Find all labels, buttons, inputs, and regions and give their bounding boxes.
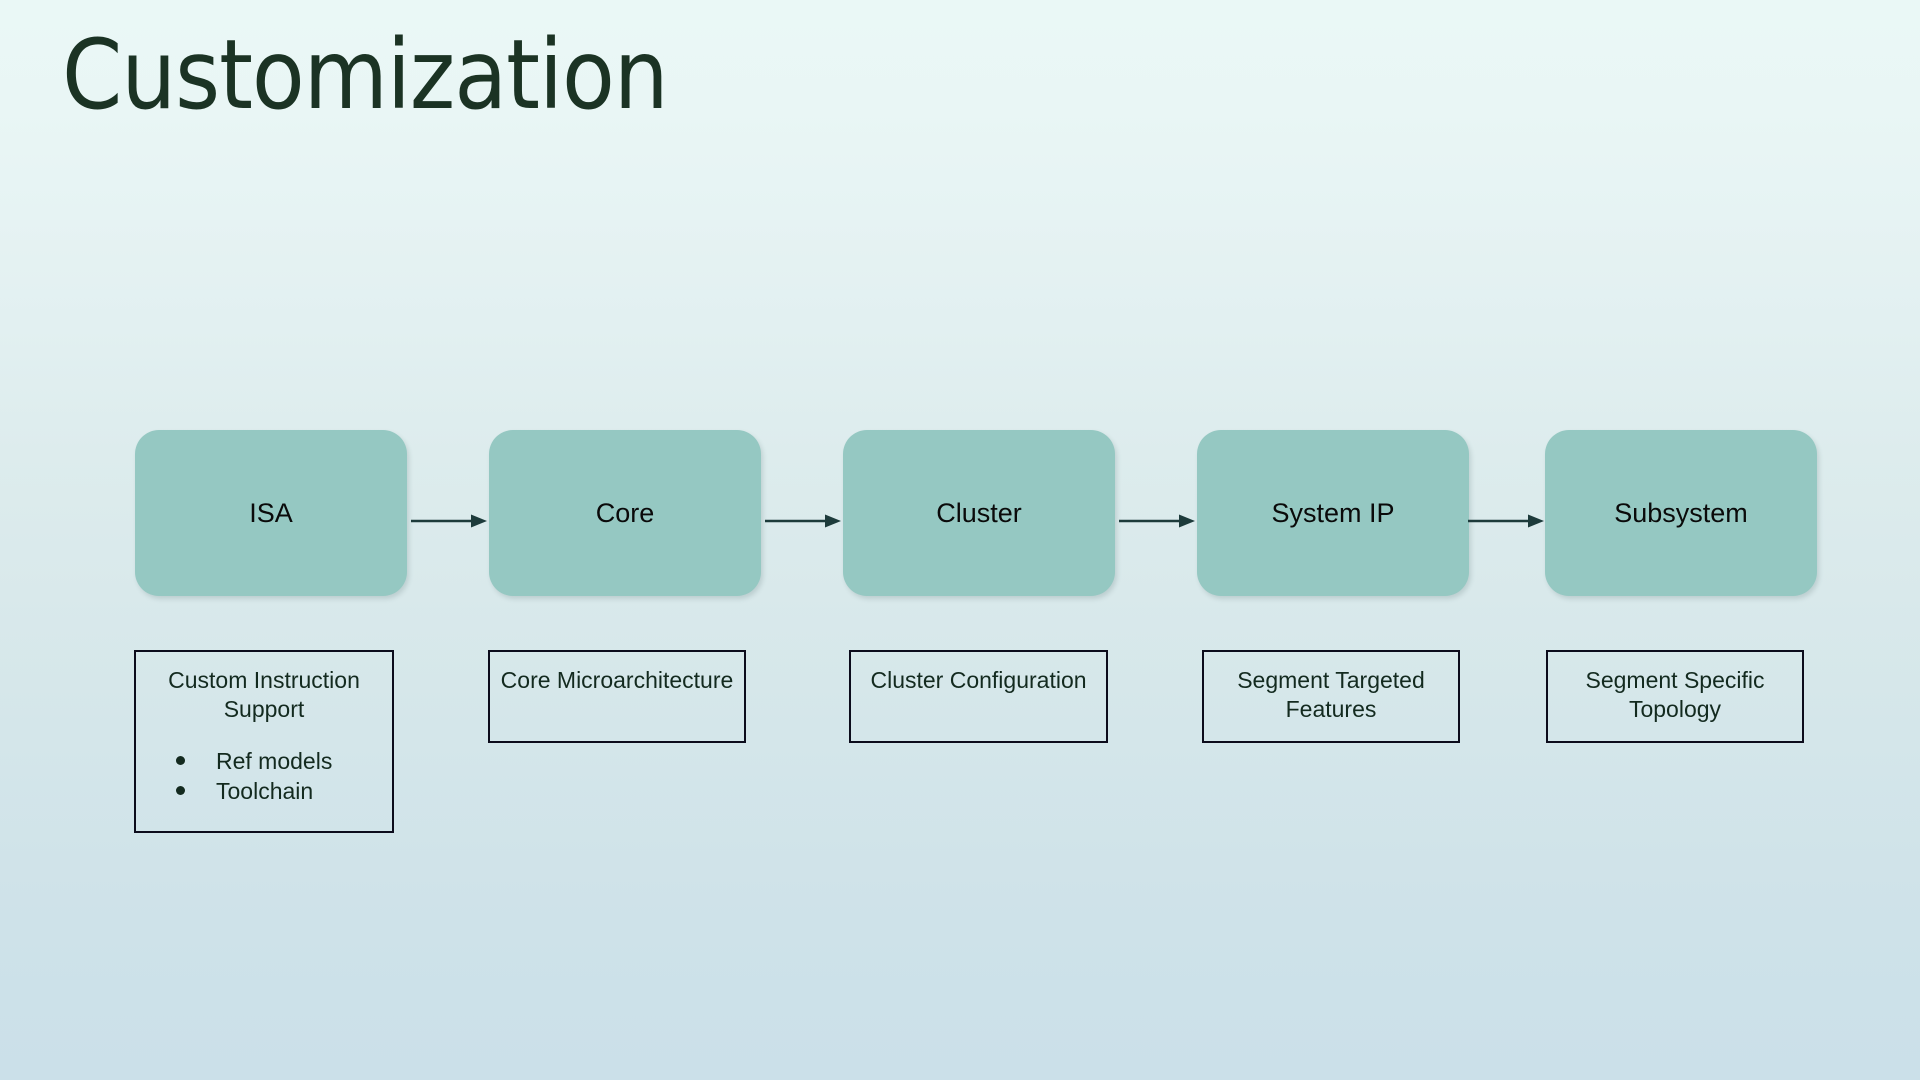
flow-node-core[interactable]: Core — [489, 430, 761, 596]
caption-subsystem[interactable]: Segment Specific Topology — [1546, 650, 1804, 743]
arrow-core-to-cluster — [763, 512, 845, 530]
caption-bullet-item: Toolchain — [170, 776, 392, 806]
bullet-dot-icon — [176, 786, 185, 795]
flow-node-isa[interactable]: ISA — [135, 430, 407, 596]
caption-bullet-item: Ref models — [170, 746, 392, 776]
caption-title: Core Microarchitecture — [500, 667, 734, 693]
caption-title: Segment Specific Topology — [1585, 667, 1765, 722]
flow-node-label: ISA — [249, 498, 293, 528]
flow-node-system-ip[interactable]: System IP — [1197, 430, 1469, 596]
caption-title: Custom Instruction Support — [168, 667, 360, 722]
flow-node-subsystem[interactable]: Subsystem — [1545, 430, 1817, 596]
caption-cluster[interactable]: Cluster Configuration — [849, 650, 1108, 743]
caption-bullet-label: Ref models — [216, 748, 333, 774]
arrow-systemip-to-subsystem — [1466, 512, 1548, 530]
bullet-dot-icon — [176, 756, 185, 765]
arrow-isa-to-core — [409, 512, 491, 530]
page-title: Customization — [62, 19, 669, 131]
flow-node-cluster[interactable]: Cluster — [843, 430, 1115, 596]
flow-node-label: System IP — [1271, 498, 1395, 528]
flow-diagram: ISA Core Cluster System IP Subsystem — [0, 430, 1920, 600]
flow-node-label: Core — [595, 498, 655, 528]
flow-node-label: Subsystem — [1614, 498, 1748, 528]
flow-node-label: Cluster — [936, 498, 1022, 528]
caption-title: Segment Targeted Features — [1237, 667, 1425, 722]
caption-title: Cluster Configuration — [870, 667, 1087, 693]
arrow-cluster-to-systemip — [1117, 512, 1199, 530]
caption-systemip[interactable]: Segment Targeted Features — [1202, 650, 1460, 743]
caption-bullet-label: Toolchain — [216, 778, 314, 804]
caption-core[interactable]: Core Microarchitecture — [488, 650, 746, 743]
